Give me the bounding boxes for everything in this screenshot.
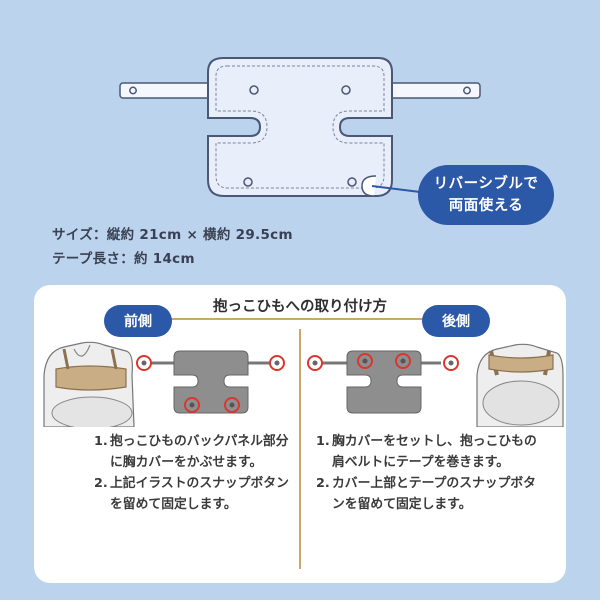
front-illustration	[43, 341, 285, 427]
left-tape-strap	[119, 82, 221, 99]
instruction-title: 抱っこひもへの取り付け方	[213, 299, 387, 315]
harness-panel	[55, 365, 127, 391]
back-steps: 1. 胸カバーをセットし、抱っこひもの肩ベルトにテープを巻きます。 2. カバー…	[316, 431, 548, 515]
tape-length-spec: テープ長さ：約 14cm	[52, 251, 195, 267]
snap-button-icon	[341, 85, 351, 95]
harness-shoulder-belt	[488, 354, 554, 373]
column-divider	[299, 329, 301, 569]
callout-line-1: リバーシブルで	[433, 176, 539, 192]
front-steps: 1. 抱っこひものバックパネル部分に胸カバーをかぶせます。 2. 上記イラストの…	[94, 431, 294, 515]
chest-cover-shape	[207, 57, 393, 197]
callout-line	[371, 185, 421, 193]
right-tape-strap	[379, 82, 481, 99]
front-step-2: 2. 上記イラストのスナップボタンを留めて固定します。	[94, 476, 289, 512]
instruction-card: 抱っこひもへの取り付け方 前側 後側	[34, 285, 566, 583]
snap-button-icon	[243, 177, 253, 187]
callout-line-2: 両面使える	[448, 198, 524, 214]
folded-corner	[361, 175, 377, 197]
snap-button-icon	[463, 86, 471, 95]
highlight-ring-icon	[395, 353, 411, 369]
highlight-ring-icon	[357, 353, 373, 369]
back-step-2: 2. カバー上部とテープのスナップボタンを留めて固定します。	[316, 476, 536, 512]
title-underline	[192, 318, 408, 320]
snap-button-icon	[129, 86, 137, 95]
highlight-ring-icon	[224, 397, 240, 413]
back-side-label: 後側	[422, 305, 490, 337]
back-step-1: 1. 胸カバーをセットし、抱っこひもの肩ベルトにテープを巻きます。	[316, 434, 537, 470]
highlight-ring-icon	[184, 397, 200, 413]
size-spec: サイズ：縦約 21cm × 横約 29.5cm	[52, 227, 293, 243]
chest-cover-illustration	[119, 57, 481, 197]
snap-button-icon	[347, 177, 357, 187]
front-side-label: 前側	[104, 305, 172, 337]
reversible-callout: リバーシブルで 両面使える	[418, 165, 554, 225]
front-step-1: 1. 抱っこひものバックパネル部分に胸カバーをかぶせます。	[94, 434, 289, 470]
back-illustration	[307, 343, 564, 427]
cover-panel	[346, 350, 422, 414]
snap-button-icon	[249, 85, 259, 95]
